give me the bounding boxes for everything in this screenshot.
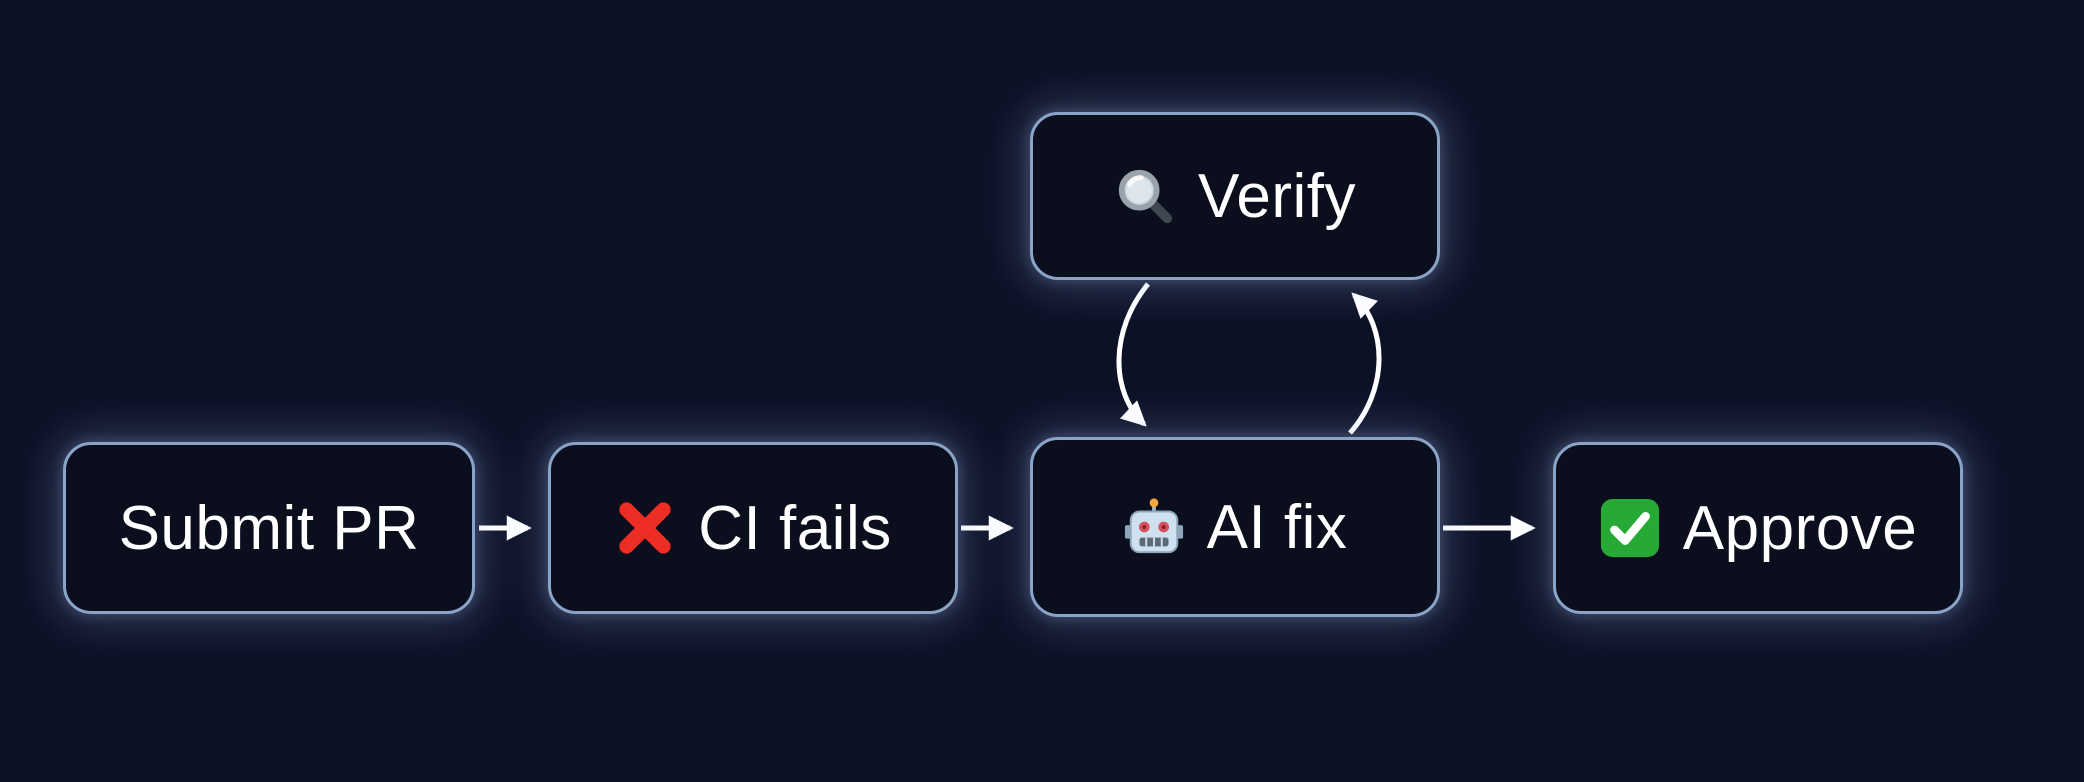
edge-verify-to-ai-fix	[1116, 282, 1150, 427]
edge-ai-fix-to-verify	[1348, 292, 1382, 435]
node-submit-pr: Submit PR	[63, 442, 475, 614]
magnifying-glass-icon	[1114, 165, 1176, 227]
node-label-verify: Verify	[1197, 161, 1357, 231]
node-label-ci-fails: CI fails	[698, 493, 892, 563]
robot-icon	[1123, 496, 1185, 558]
node-label-ai-fix: AI fix	[1206, 492, 1348, 562]
node-ai-fix: AI fix	[1030, 437, 1440, 617]
check-mark-icon	[1599, 497, 1661, 559]
node-label-submit-pr: Submit PR	[118, 493, 420, 563]
node-approve: Approve	[1553, 442, 1963, 614]
node-ci-fails: CI fails	[548, 442, 958, 614]
cross-mark-icon	[614, 497, 676, 559]
node-label-approve: Approve	[1682, 493, 1918, 563]
node-verify: Verify	[1030, 112, 1440, 280]
